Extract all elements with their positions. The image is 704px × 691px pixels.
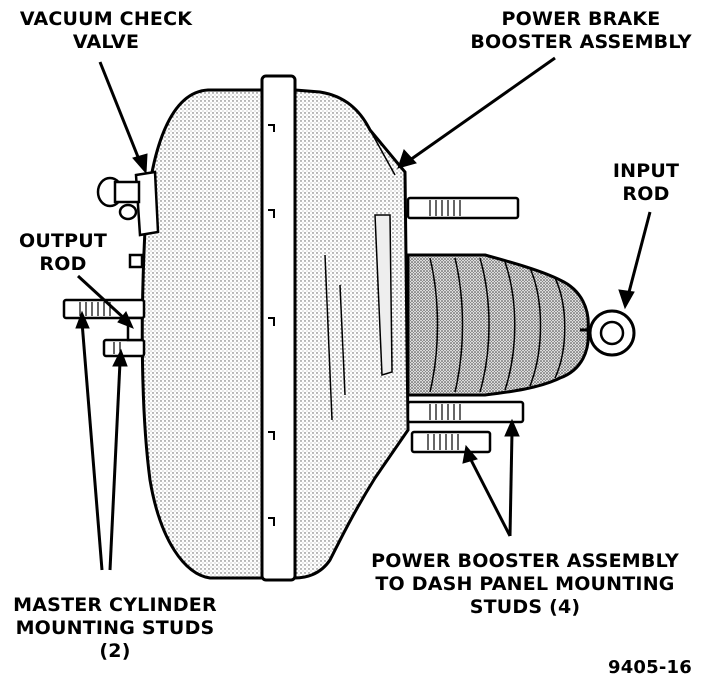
power-brake-booster-label: POWER BRAKE BOOSTER ASSEMBLY (470, 8, 692, 53)
master-cylinder-studs-label: MASTER CYLINDER MOUNTING STUDS (2) (13, 594, 217, 662)
front-shell (140, 88, 264, 580)
dash-mounting-studs (406, 196, 525, 454)
rubber-boot (406, 253, 590, 397)
leader-lines (75, 56, 652, 571)
center-flange (260, 74, 297, 582)
dash-panel-studs-label: POWER BOOSTER ASSEMBLY TO DASH PANEL MOU… (371, 550, 679, 618)
figure-number: 9405-16 (607, 657, 692, 678)
vacuum-check-valve-shape (96, 170, 160, 237)
input-rod-label: INPUT ROD (612, 160, 680, 205)
vacuum-check-valve-label: VACUUM CHECK VALVE (19, 8, 193, 53)
rear-shell (293, 88, 410, 580)
output-rod-label: OUTPUT ROD (18, 230, 108, 275)
